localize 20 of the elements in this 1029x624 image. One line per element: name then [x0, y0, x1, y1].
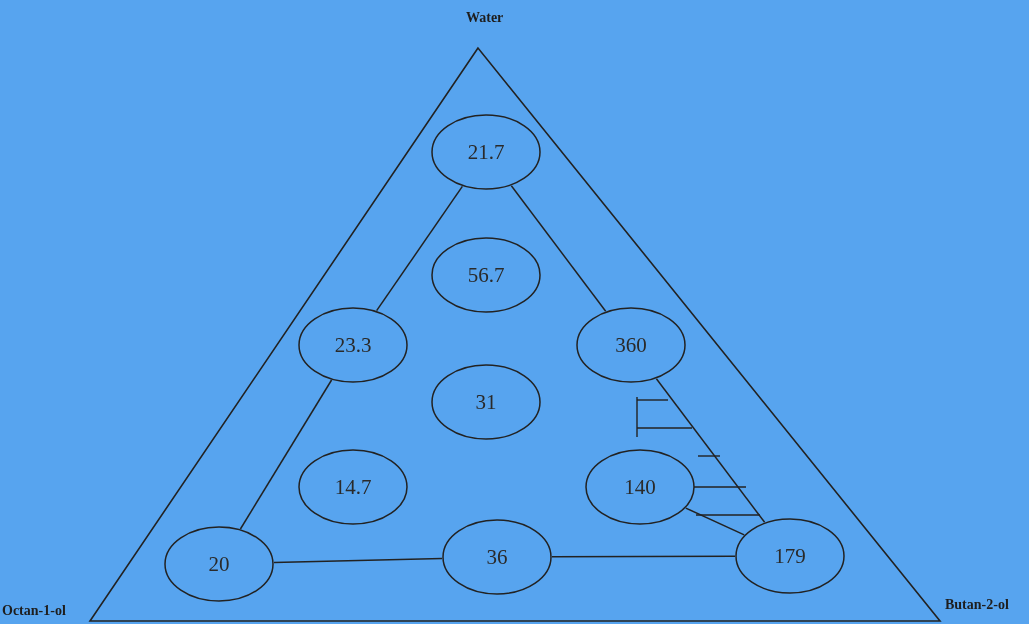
value-label: 20	[208, 551, 230, 577]
value-label: 360	[615, 332, 647, 358]
value-label: 23.3	[334, 332, 372, 358]
value-label: 36	[486, 544, 508, 570]
value-label: 140	[624, 474, 656, 500]
value-label: 56.7	[467, 262, 505, 288]
connector-line	[273, 557, 443, 564]
corner-label: Water	[466, 10, 504, 26]
value-label: 14.7	[334, 474, 372, 500]
connector-line	[685, 507, 745, 536]
value-label: 179	[774, 543, 806, 569]
value-label: 31	[475, 389, 497, 415]
corner-label: Octan-1-ol	[2, 603, 66, 619]
connector-line	[551, 555, 736, 558]
corner-label: Butan-2-ol	[945, 597, 1009, 613]
connector-line	[375, 185, 464, 312]
connector-line	[655, 377, 766, 524]
connector-line	[239, 379, 333, 530]
value-label: 21.7	[467, 139, 505, 165]
connector-line	[510, 185, 607, 312]
